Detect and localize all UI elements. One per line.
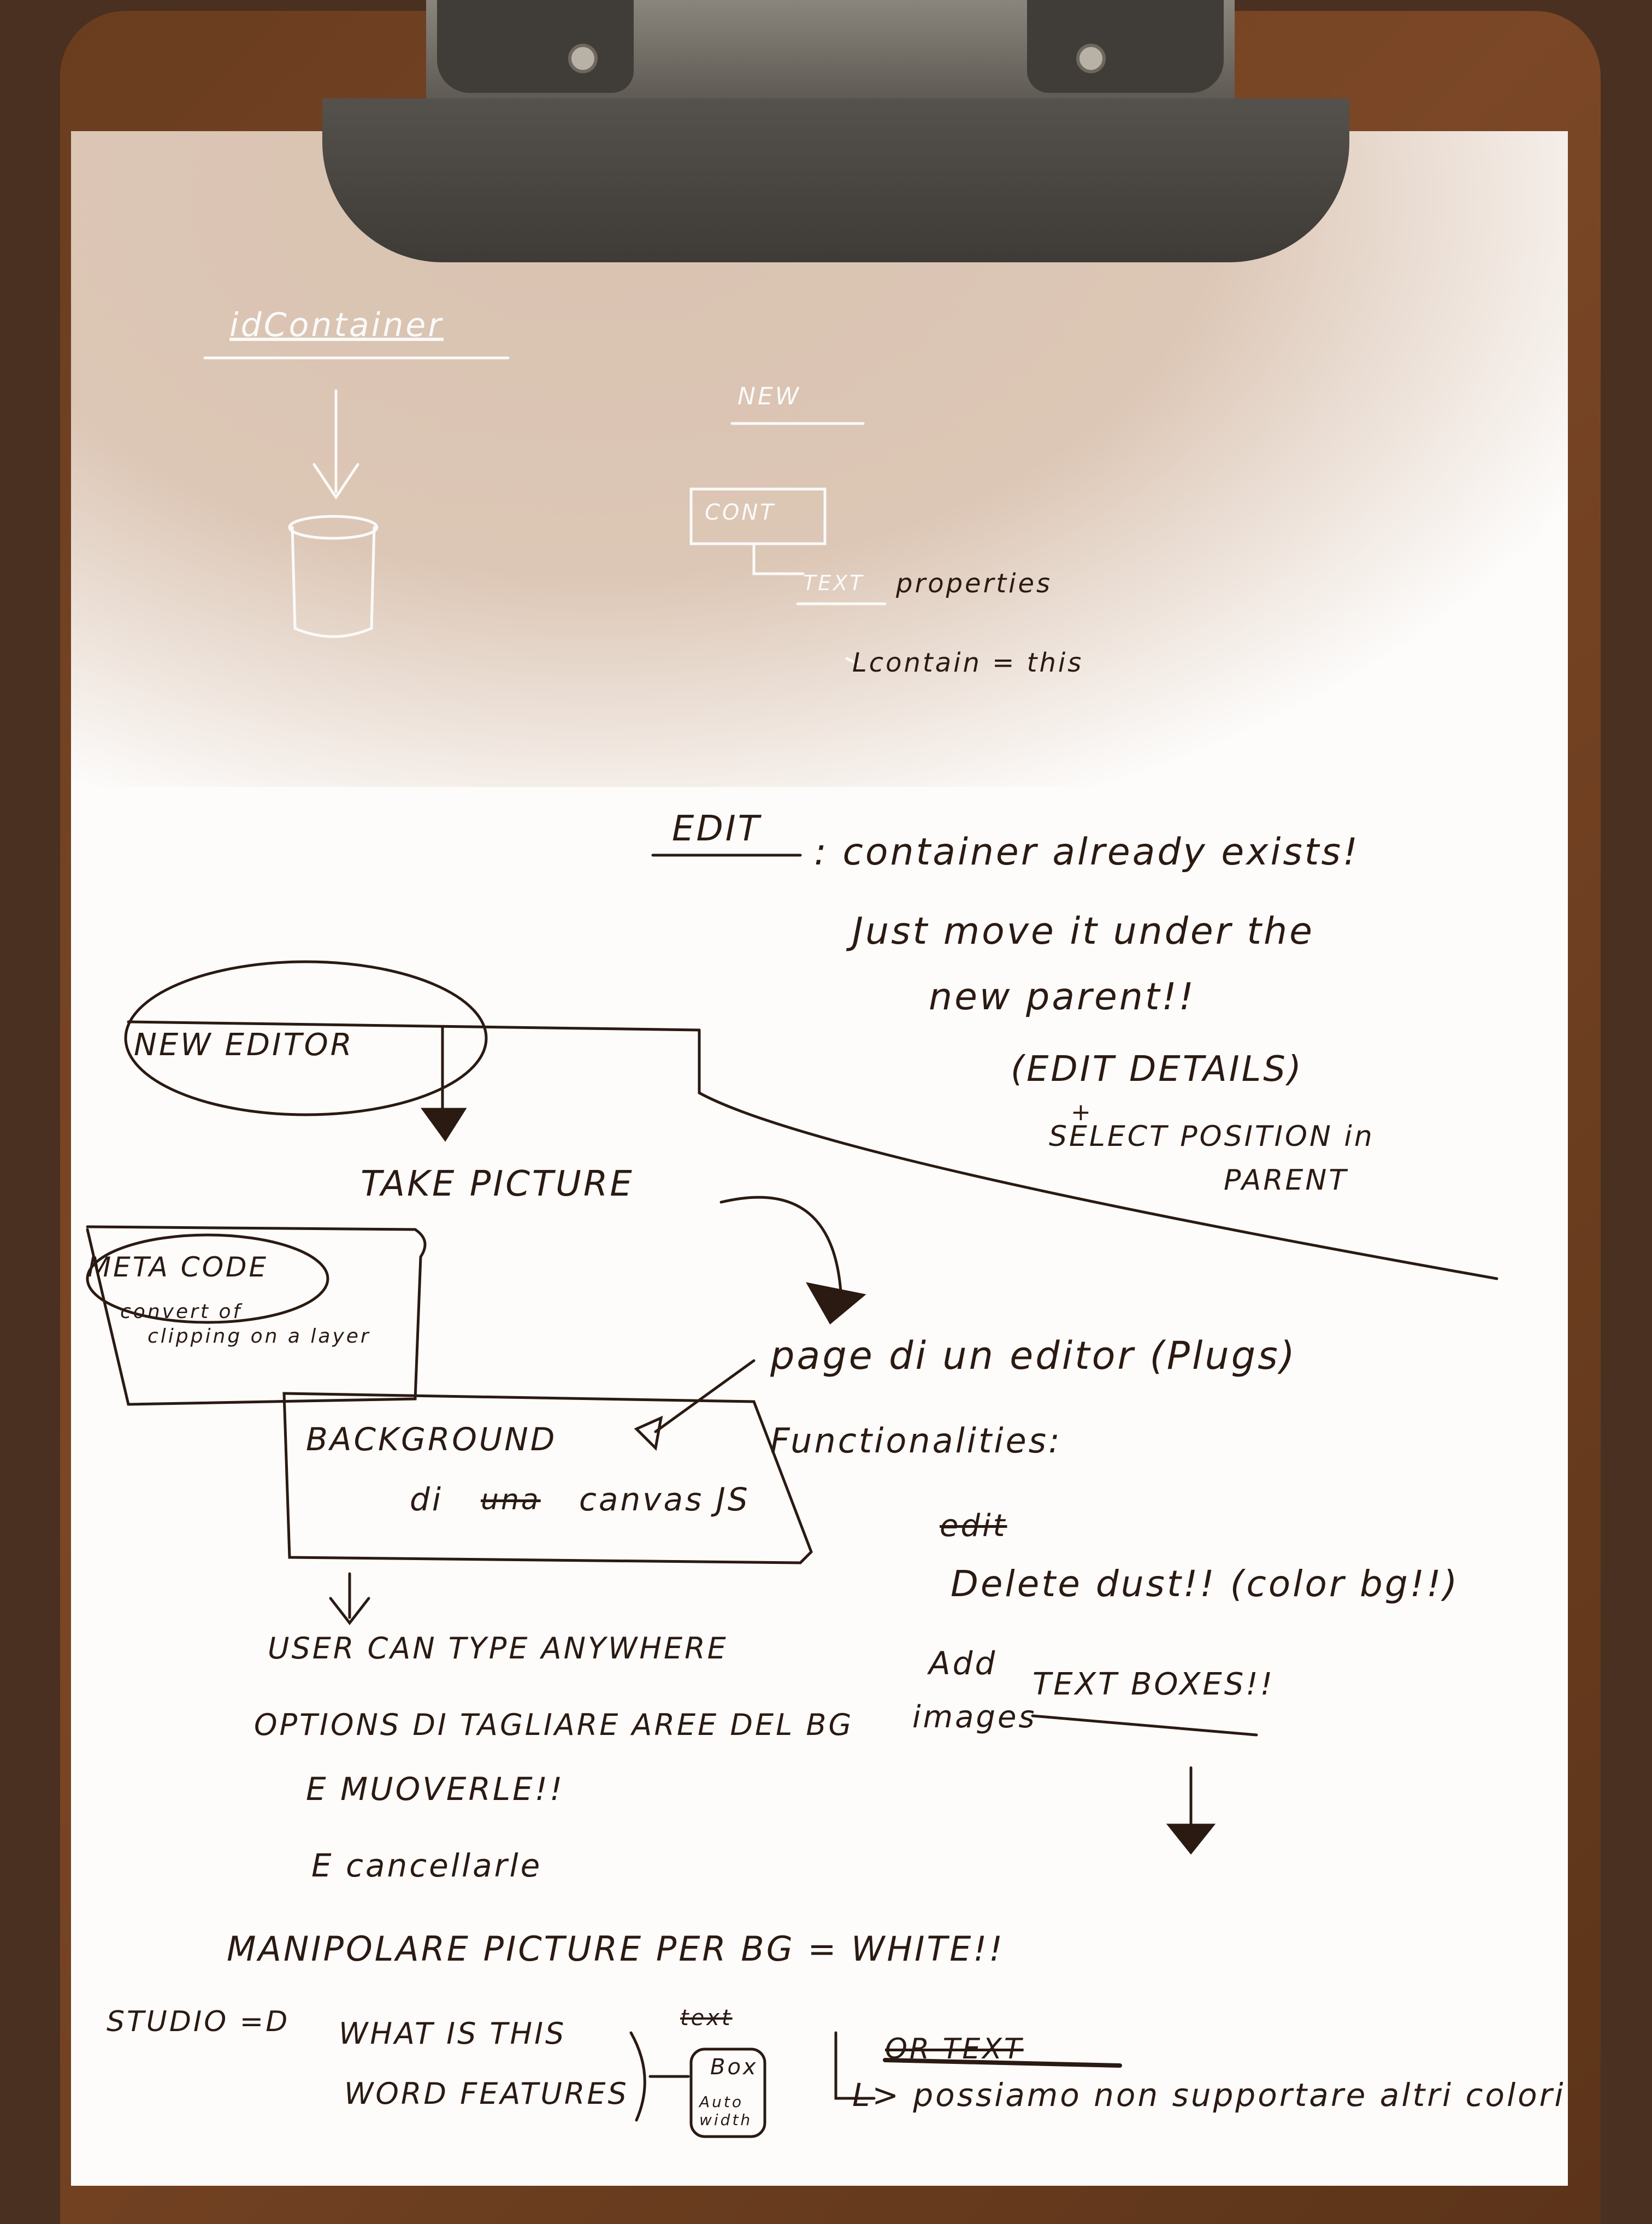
note-word-features: WORD FEATURES (344, 2076, 629, 2111)
note-functionalities: Functionalities: (770, 1421, 1062, 1461)
clip-tab-left (437, 0, 634, 93)
note-plus: + (1071, 1098, 1093, 1126)
note-struck-text: OR TEXT (885, 2033, 1024, 2066)
clip-plate (322, 98, 1349, 262)
note-title-top: idContainer (229, 306, 444, 344)
rivet (1076, 44, 1106, 73)
note-new: NEW (738, 383, 801, 410)
note-background: BACKGROUND (306, 1421, 557, 1458)
note-options1: OPTIONS DI TAGLIARE AREE DEL BG (254, 1708, 854, 1742)
note-possiamo: L> possiamo non supportare altri colori (852, 2076, 1566, 2114)
note-manipolare: MANIPOLARE PICTURE PER BG = WHITE!! (227, 1929, 1005, 1969)
note-text-boxes: TEXT BOXES!! (1032, 1667, 1275, 1702)
note-edit: EDIT (672, 809, 762, 849)
note-user-type: USER CAN TYPE ANYWHERE (268, 1631, 728, 1666)
note-take-picture: TAKE PICTURE (361, 1164, 634, 1204)
note-auto-width: Auto width (699, 2093, 753, 2129)
note-meta-code: META CODE (87, 1251, 269, 1283)
note-new-editor: NEW EDITOR (134, 1027, 354, 1063)
note-properties: properties (896, 568, 1052, 599)
note-select-position: SELECT POSITION in (1049, 1120, 1374, 1153)
note-cont: CONT (705, 500, 776, 525)
note-studio: STUDIO =D (107, 2005, 290, 2038)
note-delete-dust: Delete dust!! (color bg!!) (951, 1563, 1460, 1605)
note-contain-this: Lcontain = this (852, 648, 1084, 678)
clip-tab-right (1027, 0, 1224, 93)
note-add: Add (929, 1645, 998, 1682)
paper-sheet (71, 131, 1568, 2186)
note-edit-line3: new parent!! (929, 975, 1196, 1019)
note-canvas-struck: una (481, 1484, 541, 1516)
rivet (568, 44, 598, 73)
note-edit-details: (EDIT DETAILS) (1011, 1049, 1303, 1090)
note-edit-struck: edit (940, 1508, 1007, 1544)
note-edit-line1: : container already exists! (814, 831, 1360, 874)
note-meta-sub1: convert of (120, 1301, 243, 1323)
note-text: TEXT (803, 571, 865, 595)
note-box-struck: text (680, 2005, 733, 2031)
note-options3: E cancellarle (311, 1847, 542, 1884)
note-parent: PARENT (1224, 1164, 1348, 1197)
note-page-editor: page di un editor (Plugs) (770, 1333, 1297, 1378)
note-what-is: WHAT IS THIS (339, 2016, 567, 2051)
note-box: Box (710, 2055, 758, 2080)
note-images: images (912, 1699, 1037, 1735)
note-di: di (410, 1481, 443, 1518)
note-options2: E MUOVERLE!! (306, 1770, 565, 1808)
note-canvas-js: canvas JS (579, 1481, 750, 1518)
note-meta-sub2: clipping on a layer (148, 1325, 371, 1348)
note-edit-line2: Just move it under the (852, 910, 1314, 953)
